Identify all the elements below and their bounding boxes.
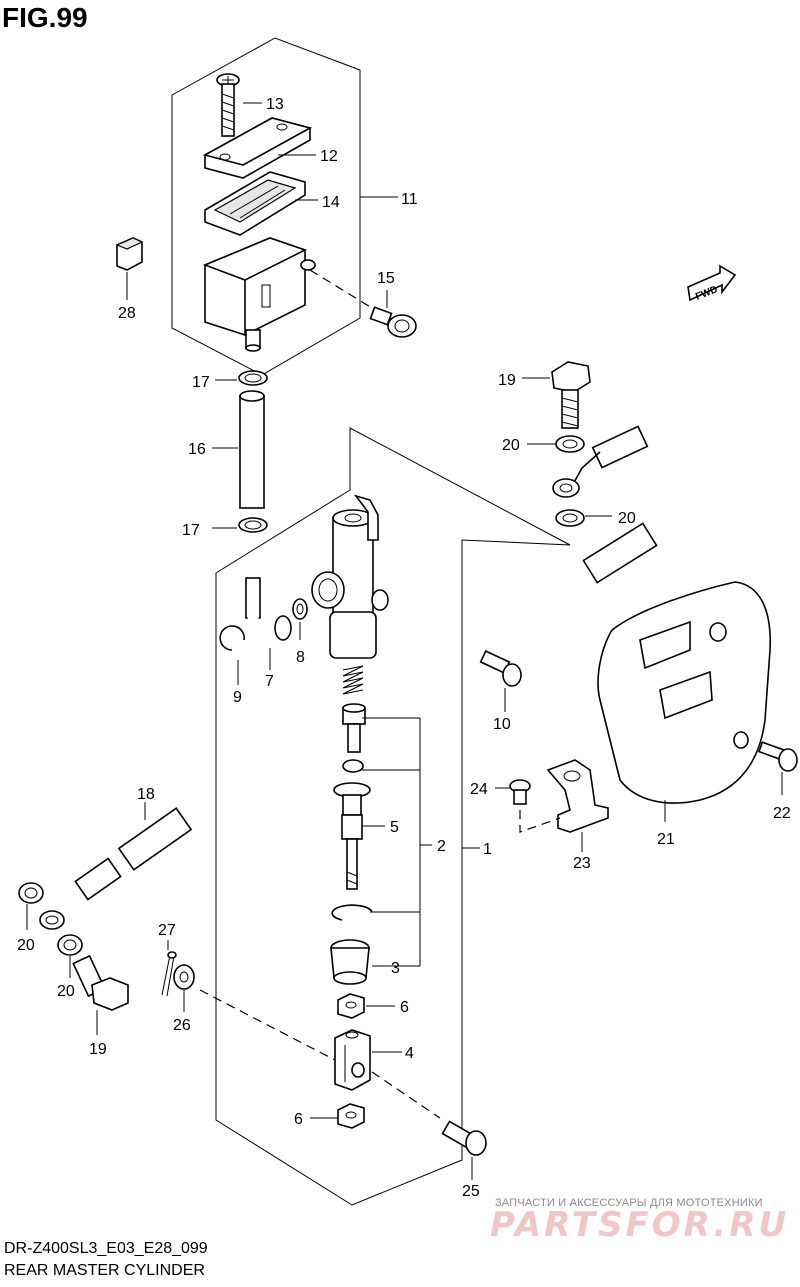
- label-19-top[interactable]: 19: [498, 372, 516, 389]
- label-23[interactable]: 23: [573, 855, 591, 872]
- label-24[interactable]: 24: [470, 781, 488, 798]
- label-2[interactable]: 2: [437, 838, 446, 855]
- label-17-top[interactable]: 17: [192, 374, 210, 391]
- label-15[interactable]: 15: [377, 270, 395, 287]
- reservoir-group-box: [171, 37, 361, 376]
- washer-20-left-top[interactable]: [18, 882, 44, 904]
- label-13[interactable]: 13: [266, 96, 284, 113]
- bolt-10[interactable]: [479, 650, 522, 687]
- washer-20-top[interactable]: [555, 435, 585, 453]
- banjo-bolt-19-bottom[interactable]: [72, 954, 129, 1011]
- label-5[interactable]: 5: [390, 819, 399, 836]
- label-25[interactable]: 25: [462, 1183, 480, 1200]
- banjo-bolt-19-top[interactable]: [551, 361, 591, 429]
- screw-24[interactable]: [509, 779, 531, 805]
- bolt-15[interactable]: [369, 306, 417, 338]
- label-28[interactable]: 28: [118, 305, 136, 322]
- piston-cup[interactable]: [342, 703, 366, 753]
- label-27[interactable]: 27: [158, 922, 176, 939]
- hose-guard-21[interactable]: [597, 581, 771, 804]
- figure-title: FIG.99: [2, 2, 88, 33]
- screw-13[interactable]: [216, 73, 240, 137]
- label-7[interactable]: 7: [265, 673, 274, 690]
- label-18[interactable]: 18: [137, 786, 155, 803]
- label-1[interactable]: 1: [483, 841, 492, 858]
- label-22[interactable]: 22: [773, 805, 791, 822]
- spring[interactable]: [342, 665, 364, 695]
- nut-6-top[interactable]: [337, 993, 365, 1019]
- master-cylinder-box: [215, 427, 571, 1206]
- diaphragm-14[interactable]: [204, 171, 306, 236]
- push-rod-5[interactable]: [333, 782, 371, 890]
- washer-26[interactable]: [173, 964, 195, 990]
- brake-hose-18[interactable]: [39, 419, 702, 930]
- label-10[interactable]: 10: [493, 716, 511, 733]
- label-11[interactable]: 11: [401, 191, 418, 208]
- circlip[interactable]: [331, 904, 373, 921]
- label-12[interactable]: 12: [320, 148, 338, 165]
- label-9[interactable]: 9: [233, 689, 242, 706]
- label-20-left-top[interactable]: 20: [17, 937, 35, 954]
- label-3[interactable]: 3: [391, 960, 400, 977]
- hose-clamp-17-top[interactable]: [238, 370, 268, 386]
- washer-20-left-bottom[interactable]: [57, 934, 83, 956]
- leader-lines: [26, 102, 783, 1180]
- clevis-4[interactable]: [334, 1029, 371, 1091]
- label-16[interactable]: 16: [188, 441, 206, 458]
- nut-6-bottom[interactable]: [337, 1103, 365, 1129]
- label-21[interactable]: 21: [657, 831, 675, 848]
- washer-20-mid[interactable]: [555, 509, 585, 527]
- cotter-leader: [199, 989, 336, 1061]
- label-8[interactable]: 8: [296, 649, 305, 666]
- label-6-bottom[interactable]: 6: [294, 1111, 303, 1128]
- watermark-logo: PARTSFOR.RU: [490, 1205, 790, 1245]
- bolt-22[interactable]: [757, 741, 798, 772]
- cotter-pin-27[interactable]: [161, 951, 177, 997]
- hose-clamp-17-bottom[interactable]: [238, 517, 268, 533]
- reservoir-hose-16[interactable]: [239, 390, 265, 509]
- label-14[interactable]: 14: [322, 194, 340, 211]
- label-19-bottom[interactable]: 19: [89, 1041, 107, 1058]
- label-20-mid[interactable]: 20: [618, 510, 636, 527]
- label-6-top[interactable]: 6: [400, 999, 409, 1016]
- dust-boot-3[interactable]: [330, 939, 370, 985]
- clevis-pin-25[interactable]: [441, 1120, 487, 1156]
- bolt-15-leader: [309, 269, 373, 309]
- diagram-caption: REAR MASTER CYLINDER: [4, 1262, 205, 1279]
- reservoir-cap-12[interactable]: [202, 117, 313, 179]
- label-26[interactable]: 26: [173, 1017, 191, 1034]
- master-cylinder-body[interactable]: [311, 494, 389, 659]
- seal-cap[interactable]: [342, 759, 364, 773]
- label-4[interactable]: 4: [405, 1045, 414, 1062]
- label-20-left-bottom[interactable]: 20: [57, 983, 75, 1000]
- model-code: DR-Z400SL3_E03_E28_099: [4, 1240, 208, 1257]
- fwd-arrow-icon: FWD: [687, 264, 737, 303]
- reservoir-body[interactable]: [202, 237, 316, 352]
- part-number-labels: 13 12 14 11 28 15 17 16 17 19 20 20 9 7 …: [17, 96, 791, 1200]
- screw-24-leader: [519, 810, 561, 833]
- label-17-bottom[interactable]: 17: [182, 522, 200, 539]
- label-20-top[interactable]: 20: [502, 437, 520, 454]
- label-block-28[interactable]: [115, 237, 144, 271]
- o-ring-8[interactable]: [292, 598, 308, 620]
- hose-clamp-23[interactable]: [546, 759, 609, 833]
- pin-leader: [371, 1071, 441, 1119]
- circlip-9[interactable]: [219, 625, 245, 651]
- watermark-tagline: ЗАПЧАСТИ И АКСЕССУАРЫ ДЛЯ МОТОТЕХНИКИ: [495, 1197, 763, 1209]
- hose-fitting-7[interactable]: [245, 577, 292, 641]
